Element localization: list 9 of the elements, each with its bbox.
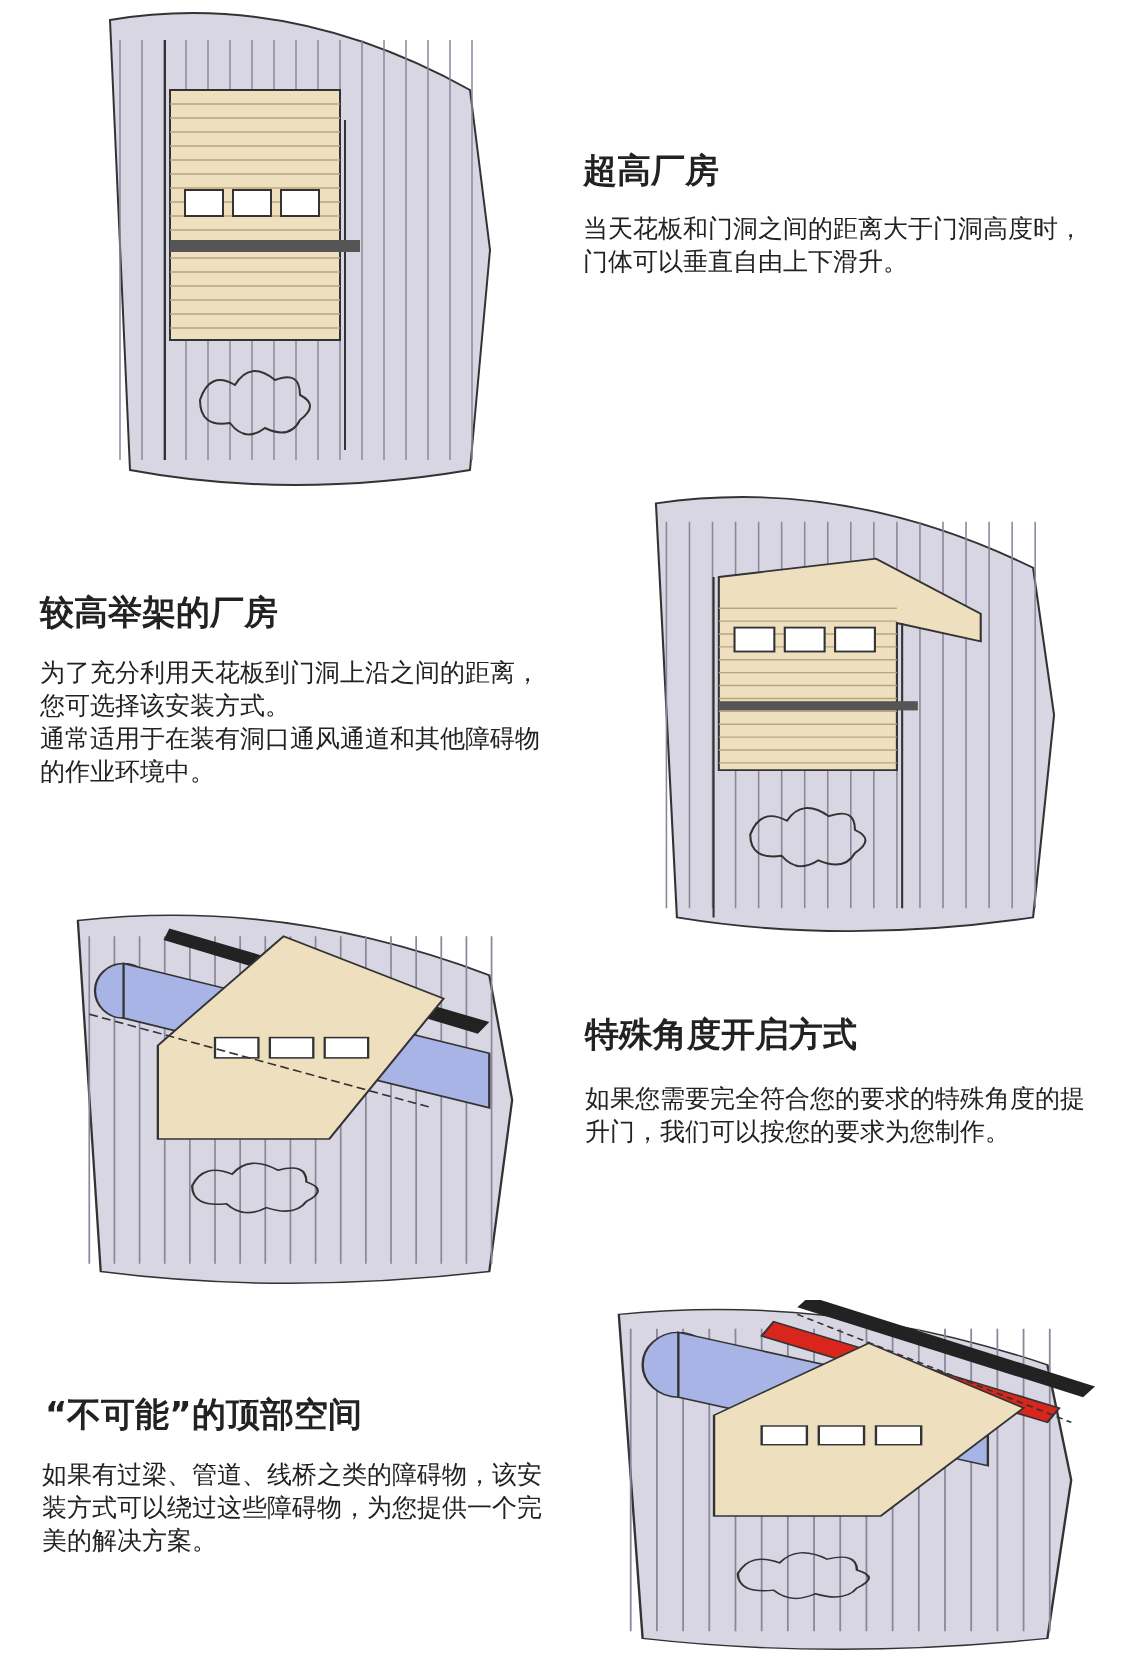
description: 如果有过梁、管道、线桥之类的障碍物，该安装方式可以绕过这些障碍物，为您提供一个完美的解决方案。 bbox=[42, 1459, 543, 1557]
description: 当天花板和门洞之间的距离大于门洞高度时，门体可以垂直自由上下滑升。 bbox=[583, 213, 1083, 278]
heading: 较高举架的厂房 bbox=[40, 591, 279, 634]
description: 通常适用于在装有洞口通风通道和其他障碍物的作业环境中。 bbox=[40, 723, 540, 788]
heading: 特殊角度开启方式 bbox=[585, 1013, 858, 1056]
heading: “不可能”的顶部空间 bbox=[45, 1393, 363, 1436]
heading: 超高厂房 bbox=[583, 149, 720, 192]
description: 如果您需要完全符合您的要求的特殊角度的提升门，我们可以按您的要求为您制作。 bbox=[585, 1083, 1086, 1148]
description: 为了充分利用天花板到门洞上沿之间的距离，您可选择该安装方式。 bbox=[40, 657, 540, 722]
